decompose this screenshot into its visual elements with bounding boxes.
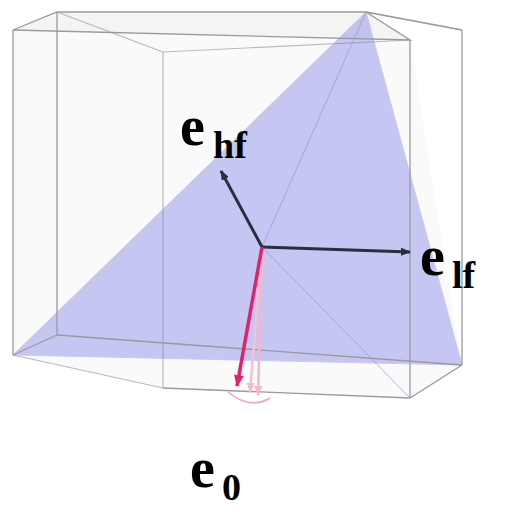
vector-letter: e <box>420 228 445 284</box>
vector-subscript: lf <box>452 256 475 294</box>
vector-subscript: 0 <box>222 468 241 506</box>
vector-letter: e <box>190 440 215 496</box>
vector-subscript: hf <box>213 126 247 164</box>
vector-letter: e <box>180 98 205 154</box>
